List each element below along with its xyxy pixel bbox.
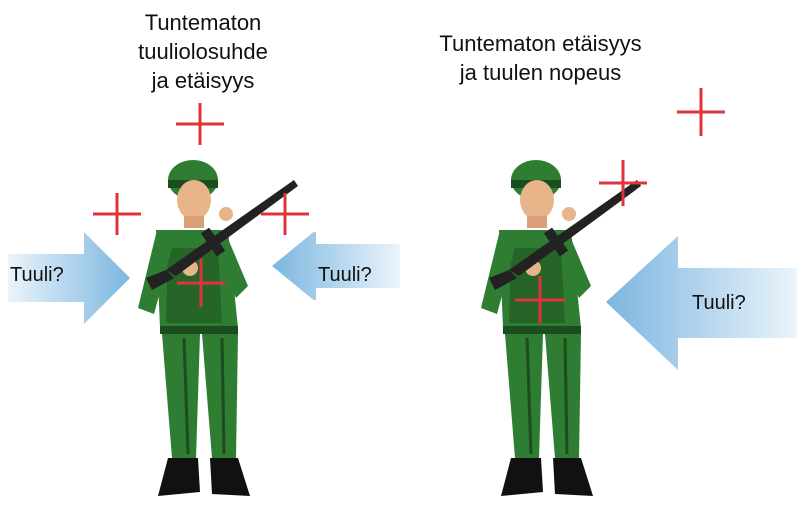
crosshair-upper-right	[261, 193, 309, 235]
crosshair-upper-left	[93, 193, 141, 235]
wind-arrow-big	[606, 236, 797, 370]
crosshair-far-top	[677, 88, 725, 136]
wind-arrow-right-label: Tuuli?	[318, 264, 372, 286]
crosshair-near-rifle	[599, 160, 647, 206]
wind-arrow-left	[8, 232, 130, 324]
wind-arrow-big-label: Tuuli?	[692, 292, 746, 314]
left-panel-title: Tuntematon tuuliolosuhde ja etäisyys	[138, 10, 268, 93]
crosshair-top	[176, 103, 224, 145]
soldier-figure-right	[481, 160, 641, 496]
crosshair-center-left	[177, 259, 225, 307]
wind-arrow-right	[272, 232, 400, 300]
wind-arrow-left-label: Tuuli?	[10, 264, 64, 286]
right-panel-title: Tuntematon etäisyys ja tuulen nopeus	[439, 31, 642, 85]
soldier-figure-left	[138, 160, 298, 496]
crosshair-center-right	[515, 276, 565, 324]
